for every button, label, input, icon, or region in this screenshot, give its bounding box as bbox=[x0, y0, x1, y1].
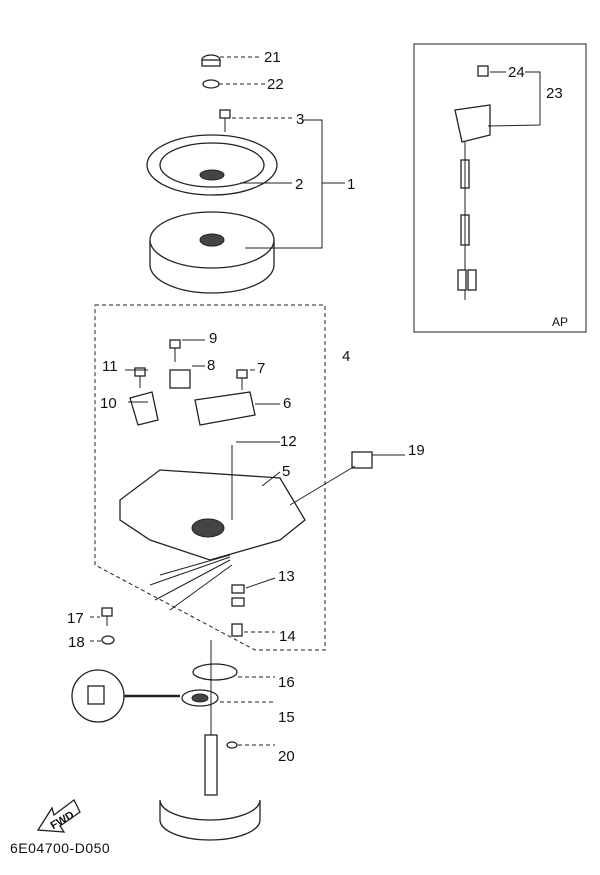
callout-17: 17 bbox=[67, 610, 84, 627]
callout-6: 6 bbox=[283, 395, 291, 412]
stator-base-5 bbox=[119, 469, 306, 561]
callout-5: 5 bbox=[282, 463, 290, 480]
callout-23: 23 bbox=[546, 85, 563, 102]
callout-2: 2 bbox=[295, 176, 303, 193]
callout-19: 19 bbox=[408, 442, 425, 459]
connector-19 bbox=[351, 451, 373, 469]
fwd-arrow-icon bbox=[36, 799, 81, 833]
cdi-unit-23 bbox=[454, 65, 491, 300]
drawing-code: 6E04700-D050 bbox=[10, 840, 111, 856]
inset-tag: AP bbox=[552, 315, 568, 329]
callout-11: 11 bbox=[102, 358, 118, 375]
inset-frame bbox=[413, 43, 587, 333]
bolt-17 bbox=[101, 607, 113, 626]
screw-11 bbox=[134, 367, 146, 388]
flywheel-magneto-1 bbox=[149, 211, 275, 294]
screw-3 bbox=[219, 109, 231, 132]
callout-15: 15 bbox=[278, 709, 295, 726]
callout-16: 16 bbox=[278, 674, 295, 691]
clamp-14 bbox=[231, 623, 243, 637]
charge-coil-8 bbox=[169, 369, 191, 389]
callout-14: 14 bbox=[279, 628, 296, 645]
callout-4: 4 bbox=[342, 348, 350, 365]
washer-22 bbox=[202, 79, 220, 89]
screw-9 bbox=[169, 339, 181, 362]
callout-3: 3 bbox=[296, 111, 304, 128]
callout-8: 8 bbox=[207, 357, 215, 374]
flywheel-cover-2 bbox=[146, 134, 278, 196]
shaft-20 bbox=[159, 734, 261, 841]
callout-12: 12 bbox=[280, 433, 297, 450]
washer-18 bbox=[101, 635, 115, 645]
callout-13: 13 bbox=[278, 568, 295, 585]
wire-harness bbox=[149, 554, 245, 611]
lighting-coil-10 bbox=[129, 391, 159, 426]
callout-1: 1 bbox=[347, 176, 355, 193]
screw-7 bbox=[236, 369, 248, 390]
callout-22: 22 bbox=[267, 76, 284, 93]
bearing-15 bbox=[181, 689, 219, 707]
callout-21: 21 bbox=[264, 49, 281, 66]
kit-outline bbox=[94, 304, 326, 651]
callout-7: 7 bbox=[257, 360, 265, 377]
nut-21 bbox=[201, 54, 221, 67]
oring-16 bbox=[192, 663, 238, 681]
callout-10: 10 bbox=[100, 395, 117, 412]
callout-9: 9 bbox=[209, 330, 217, 347]
callout-18: 18 bbox=[68, 634, 85, 651]
pulser-coil-6 bbox=[194, 391, 256, 426]
callout-24: 24 bbox=[508, 64, 525, 81]
callout-20: 20 bbox=[278, 748, 295, 765]
